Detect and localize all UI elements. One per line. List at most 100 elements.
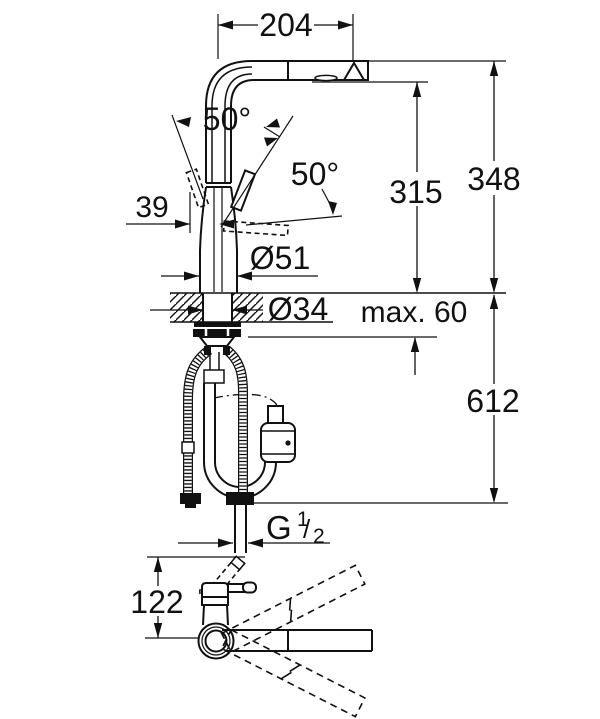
side-faucet-body [197,581,257,660]
body-contour-left [199,186,207,293]
dim-label-39: 39 [135,191,168,224]
supply-hose-connector-tip [185,504,196,508]
arrowhead [237,271,252,281]
arrowhead [184,271,199,281]
side-lever-knob [242,581,257,594]
spray-head-button [314,74,338,82]
spout-inner-line [224,73,253,183]
arrowhead [188,305,203,315]
arrowhead [218,538,233,548]
dimension-204: 204 [217,7,354,62]
dim-label-204: 204 [259,7,312,43]
lever-positions [185,168,343,237]
arrowhead [489,488,499,503]
outlet-fitting [226,492,254,505]
arrowhead [489,294,499,309]
weight-neck [267,405,284,425]
mounting-plate [194,322,241,327]
swivel-flange-inner [204,629,228,653]
body-side [202,604,205,626]
side-view: 122 [130,555,373,718]
angle-annotations: 50° 50° [171,101,339,228]
arrowhead [264,137,278,147]
body-side [226,604,229,626]
hose-loop-inner [214,383,266,488]
dimension-122: 122 [130,556,245,639]
hose-weight [260,405,296,463]
hose-stub [204,346,211,355]
dim-label-348: 348 [467,161,520,197]
spout-inner-line [211,66,253,183]
break-tick [289,664,301,673]
lever-dashed-left [185,168,210,209]
pullout-path-dashdot [213,393,278,408]
angle-label-top: 50° [203,101,251,137]
angle-leader-right [220,115,294,228]
dim-label-122: 122 [130,584,183,620]
lever-tip [230,555,246,571]
arrowhead [412,82,422,97]
side-spout-dashed-down [220,628,366,718]
dim-label-g-slash: / [303,514,311,544]
braided-hose-right [223,346,248,492]
counter-hatch [170,293,203,322]
lever-axis-line [245,215,343,226]
side-spout-horizontal [222,629,373,652]
spout-shape [220,628,366,718]
arrowhead [328,201,337,215]
dim-label-315: 315 [389,174,442,210]
break-tick [289,609,293,622]
hose-path [224,347,247,492]
swivel-flange-outer [197,622,235,660]
lever-dashed-horizontal [222,220,290,237]
dimension-348: 348 [368,60,521,293]
dimension-g-half: G 1 / 2 [178,508,330,548]
dimension-max60: max. 60 [248,296,467,375]
angle-label-side: 50° [291,156,339,192]
counter-hatch [232,293,263,322]
dim-label-g-den: 2 [313,525,325,548]
arrowhead [412,278,422,293]
under-counter-assembly [180,322,296,553]
side-lever [227,583,245,593]
weight-dot [285,440,291,446]
arrowhead [266,118,280,128]
dim-label-max60: max. 60 [361,296,468,329]
spout-shape [220,564,366,654]
dimension-dia34: Ø34 [150,291,328,327]
arrowhead [175,219,190,229]
main-view: 204 50° 50° 39 Ø51 [126,7,521,553]
lever-shape [185,168,210,209]
dim-label-g-num: 1 [297,508,309,531]
cartridge-cap [201,582,229,598]
dimension-dia51: Ø51 [161,240,318,281]
lever-shape [229,169,257,212]
arrowhead [410,337,420,352]
arrowhead [218,20,233,30]
weight-body [260,422,296,463]
lever-shape [222,220,290,237]
arrowhead [338,20,353,30]
dimension-612: 612 [254,294,520,504]
body-band [201,596,229,606]
break-tick [281,671,292,680]
lever-solid [229,169,257,212]
dim-label-dia51: Ø51 [250,240,310,276]
arrowhead [232,305,247,315]
hose-stub [223,346,230,355]
arrowhead [219,219,234,229]
hose-path [224,347,247,492]
dim-label-dia34: Ø34 [268,291,328,327]
arrowhead [489,61,499,76]
angle-tick [263,126,281,138]
hose-path [184,347,212,494]
dim-label-g: G [266,509,292,546]
side-spout-dashed-up [220,564,366,654]
arrowhead [489,278,499,293]
break-tick [288,598,292,611]
arrowhead [248,538,263,548]
arrowhead [153,557,163,572]
hose-joint [181,441,195,454]
